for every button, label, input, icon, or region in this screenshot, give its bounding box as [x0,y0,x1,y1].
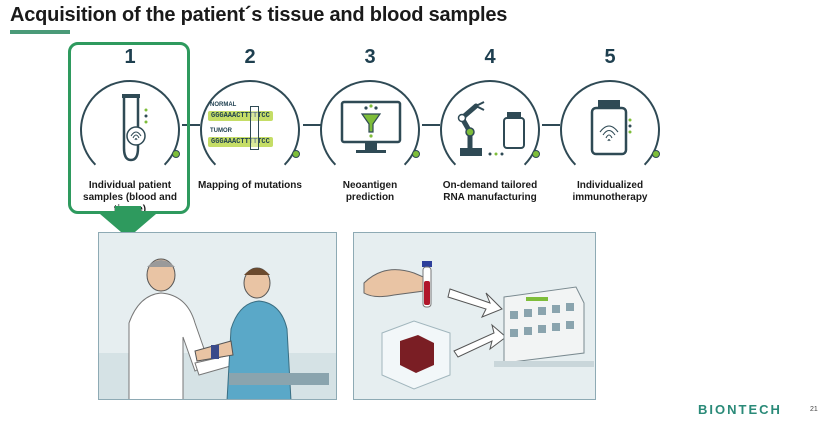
down-arrow-stem [115,206,141,216]
step-circle [440,80,540,180]
connector-2-3 [303,124,321,126]
title-underline [10,30,70,34]
biontech-logo: BIONTECH [698,402,782,417]
step-number: 2 [244,46,256,68]
blood-draw-scene [99,233,336,399]
step-number: 3 [364,46,376,68]
tumor-sequence: GGGAAACTTTTTCC [208,137,273,147]
normal-sequence: GGGAAACTTTTTCC [208,111,273,121]
vial-fingerprint-icon [590,100,632,156]
test-tube-fingerprint-icon [122,94,148,162]
step-label: Mapping of mutations [198,180,302,191]
step-dot [532,150,540,158]
computer-filter-icon [340,100,402,153]
step-number: 5 [604,46,616,68]
step-1-highlight [68,42,190,214]
sample-transport-illustration [353,232,596,400]
page-title: Acquisition of the patient´s tissue and … [10,4,508,26]
step-dot [292,150,300,158]
step-dot [412,150,420,158]
normal-label: NORMAL [210,102,237,108]
step-number: 1 [124,46,136,68]
connector-1-2 [182,124,200,126]
step-2: 2 NORMAL GGGAAACTTTTTCC TUMOR GGGAAACTTT… [190,40,310,215]
step-3: 3 Neoantigen prediction [310,40,430,215]
step-4: 4 On-demand tailored RNA manufacturing [430,40,550,215]
step-label: On-demand tailored RNA manufacturing [442,180,538,203]
step-circle [320,80,420,180]
connector-4-5 [542,124,560,126]
mutation-marker-icon [250,106,259,150]
blood-draw-illustration [98,232,337,400]
step-label: Individualized immunotherapy [572,180,648,203]
step-dot [172,150,180,158]
sample-transport-scene [354,233,595,399]
page-number: 21 [810,406,818,413]
step-circle [200,80,300,180]
step-circle [80,80,180,180]
step-5: 5 Individualized immunotherapy [550,40,670,215]
connector-3-4 [422,124,440,126]
step-label: Neoantigen prediction [342,180,398,203]
step-circle [560,80,660,180]
robot-arm-icon [457,101,525,156]
tumor-label: TUMOR [210,128,232,134]
step-dot [652,150,660,158]
step-number: 4 [484,46,496,68]
